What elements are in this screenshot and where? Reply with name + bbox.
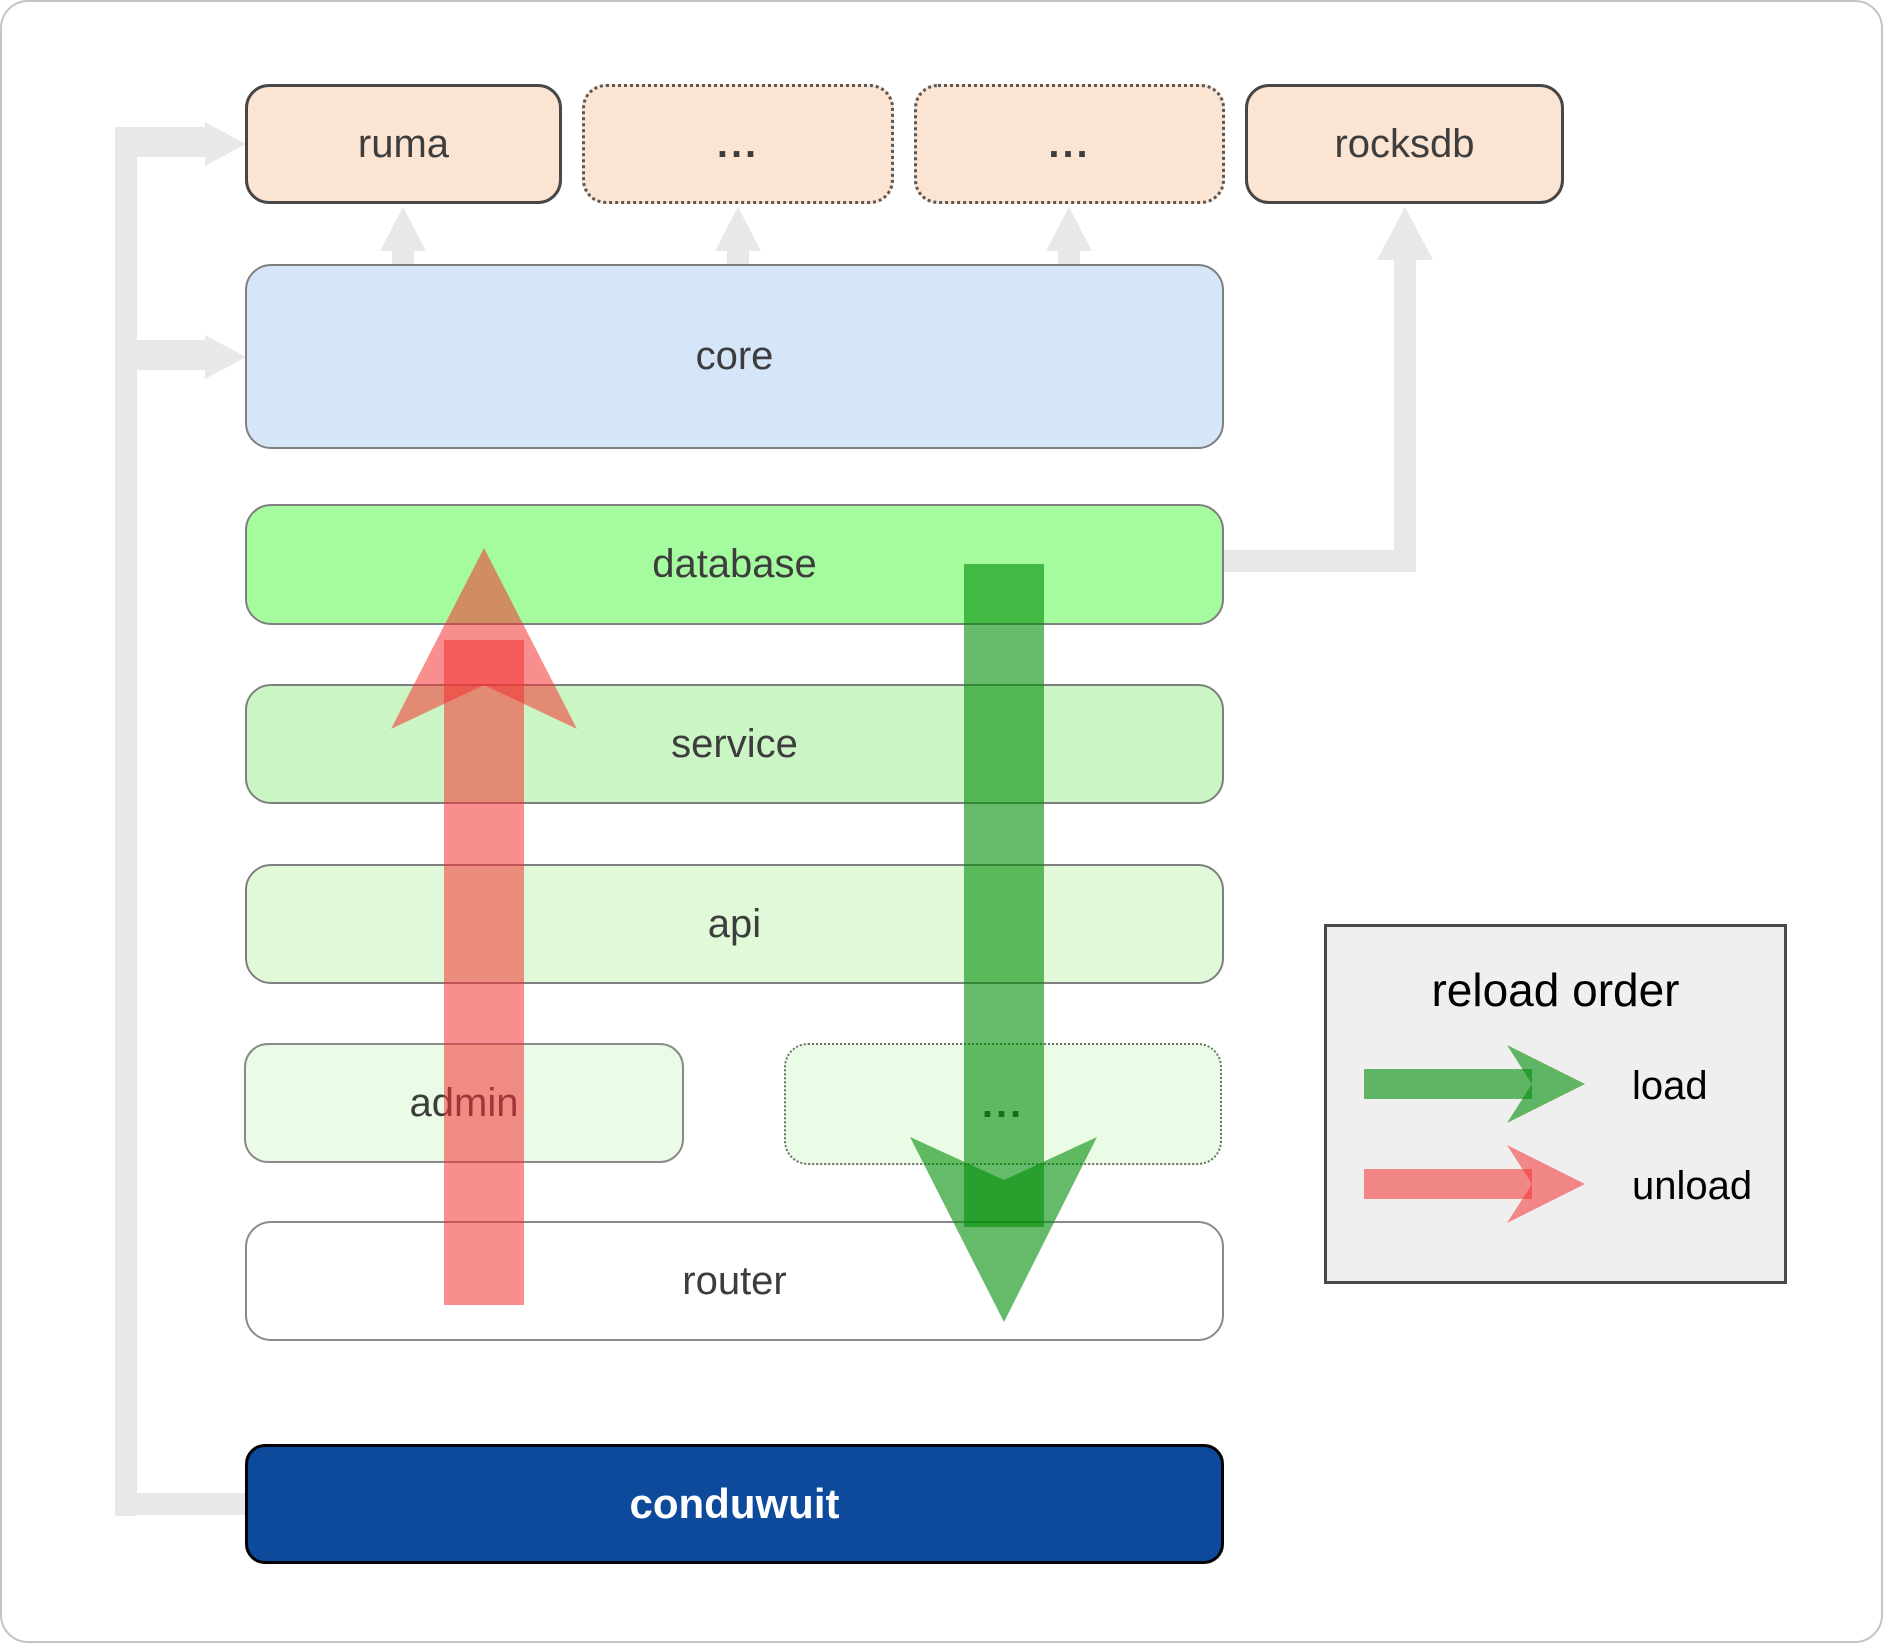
layer-router: router: [245, 1221, 1224, 1341]
layer-core-label: core: [695, 334, 774, 378]
layer-api: api: [245, 864, 1224, 984]
core-to-crate-b-arrow: [1046, 207, 1092, 265]
layer-database: database: [245, 504, 1224, 625]
layer-admin-label: admin: [409, 1080, 519, 1125]
node-conduwuit: conduwuit: [245, 1444, 1224, 1564]
node-rocksdb-label: rocksdb: [1334, 121, 1475, 166]
database-to-rocksdb-arrow: [1224, 207, 1433, 572]
layer-api-label: api: [707, 901, 762, 946]
layer-service-label: service: [671, 721, 798, 766]
layer-core: core: [245, 264, 1224, 449]
spine-to-ruma-arrow: [115, 122, 246, 166]
node-ruma-label: ruma: [357, 121, 450, 166]
legend-unload-label: unload: [1632, 1164, 1753, 1208]
node-crate-b-label: ...: [1048, 121, 1091, 166]
layer-admin-more: ...: [784, 1043, 1222, 1165]
layer-admin-more-label: ...: [981, 1081, 1025, 1126]
core-to-ruma-arrow: [380, 207, 426, 265]
conduwuit-spine-line: [115, 127, 246, 1516]
node-crate-b: ...: [914, 84, 1225, 204]
core-to-crate-a-arrow: [715, 207, 761, 265]
node-crate-a-label: ...: [716, 121, 760, 166]
node-conduwuit-label: conduwuit: [629, 1480, 840, 1527]
layer-admin: admin: [244, 1043, 684, 1163]
node-crate-a: ...: [582, 84, 894, 204]
legend-title: reload order: [1431, 964, 1680, 1016]
legend-load-label: load: [1632, 1064, 1708, 1108]
layer-service: service: [245, 684, 1224, 804]
node-rocksdb: rocksdb: [1245, 84, 1564, 204]
node-ruma: ruma: [245, 84, 562, 204]
legend-reload-order: reload order load unload: [1324, 924, 1787, 1284]
layer-router-label: router: [682, 1258, 787, 1303]
spine-to-core-arrow: [115, 335, 246, 379]
layer-database-label: database: [652, 542, 817, 586]
